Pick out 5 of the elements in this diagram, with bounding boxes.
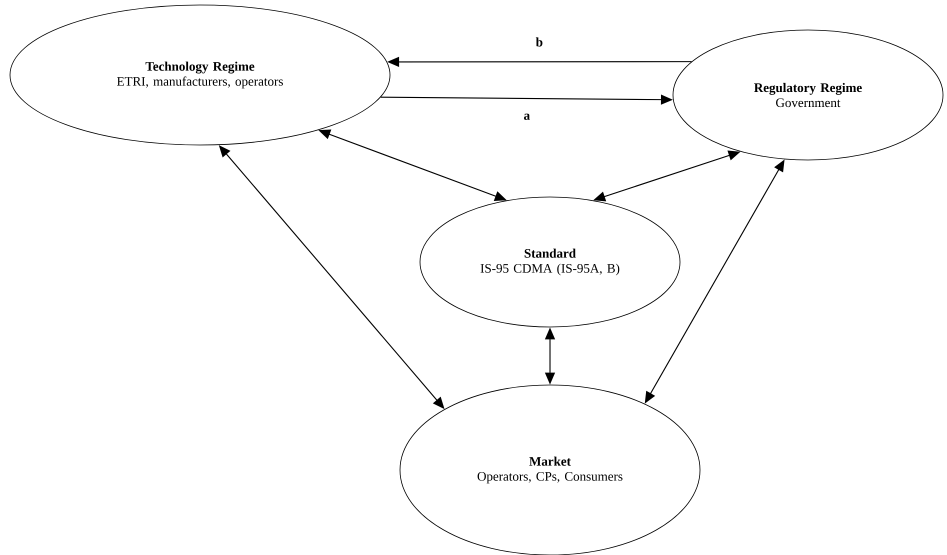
edge-label: b <box>536 37 542 47</box>
ellipse-node: Standard IS-95 CDMA (IS-95A, B) <box>420 196 680 328</box>
edge-label: a <box>524 114 530 120</box>
ellipse-node: Regulatory Regime Government <box>672 30 944 160</box>
ellipse-node: Technology Regime ETRI, manufacturers, operators <box>10 4 390 146</box>
